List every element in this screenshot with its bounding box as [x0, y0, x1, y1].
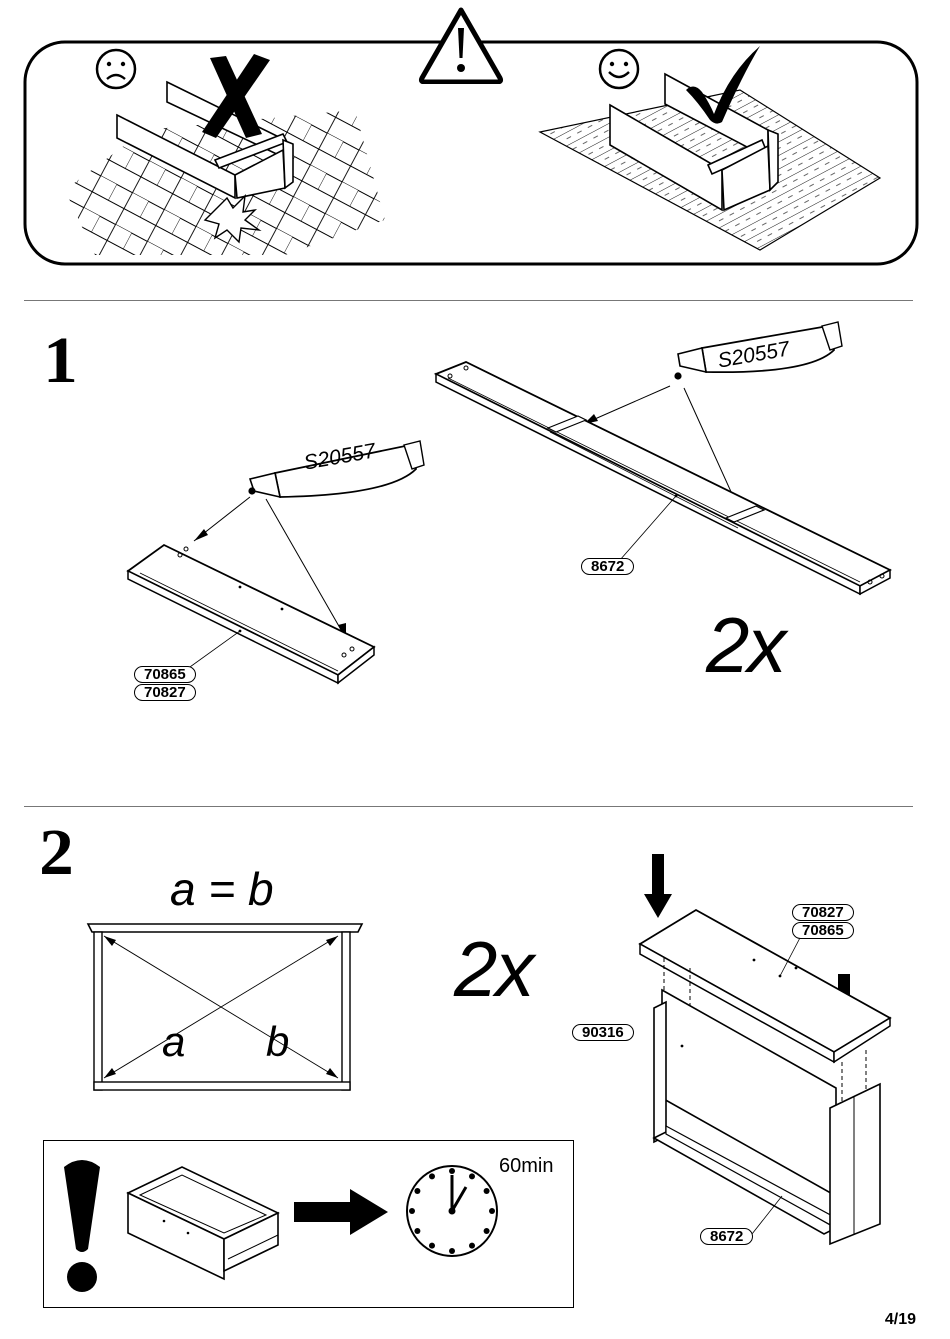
page-number: 4/19: [884, 1311, 916, 1328]
warning-triangle-icon: [418, 7, 504, 84]
diagonal-check-frame: [86, 923, 364, 1091]
glue-tube-icon: [674, 321, 843, 380]
step-1-number: 1: [43, 324, 78, 397]
drying-time-label: 60min: [499, 1155, 554, 1177]
step1-right-rail-illustration: [433, 321, 892, 596]
part-label-70865: 70865: [134, 666, 196, 683]
step1-multiplier: 2x: [706, 601, 786, 689]
warning-panel: [0, 0, 950, 280]
part-label-70865-top: 70865: [792, 922, 854, 939]
cross-mark-icon: [202, 54, 270, 138]
part-label-8672-bottom: 8672: [700, 1228, 754, 1245]
section-divider-2: [24, 806, 913, 807]
exclamation-icon: [64, 1160, 100, 1292]
arrow-right-icon: [294, 1189, 388, 1235]
part-label-8672: 8672: [581, 558, 635, 575]
diagonal-equation: a = b: [170, 863, 274, 915]
good-floor-illustration: [538, 72, 882, 251]
step1-left-board-illustration: [126, 440, 425, 685]
part-label-90316: 90316: [572, 1024, 634, 1041]
clock-icon: [406, 1165, 498, 1257]
part-label-70827: 70827: [134, 684, 196, 701]
step2-assembly-illustration: [638, 854, 892, 1246]
check-mark-icon: [686, 46, 760, 124]
step2-multiplier: 2x: [454, 925, 534, 1013]
diagonal-label-a: a: [162, 1018, 186, 1065]
drying-time-box: 60min: [43, 1140, 574, 1308]
smile-face-icon: [598, 48, 640, 90]
frown-face-icon: [95, 48, 137, 90]
section-divider-1: [24, 300, 913, 301]
part-label-70827-top: 70827: [792, 904, 854, 921]
drawer-illustration: [126, 1166, 280, 1281]
glue-tube-icon: [248, 440, 425, 499]
diagonal-label-b: b: [266, 1018, 290, 1065]
step-2-number: 2: [39, 816, 74, 889]
